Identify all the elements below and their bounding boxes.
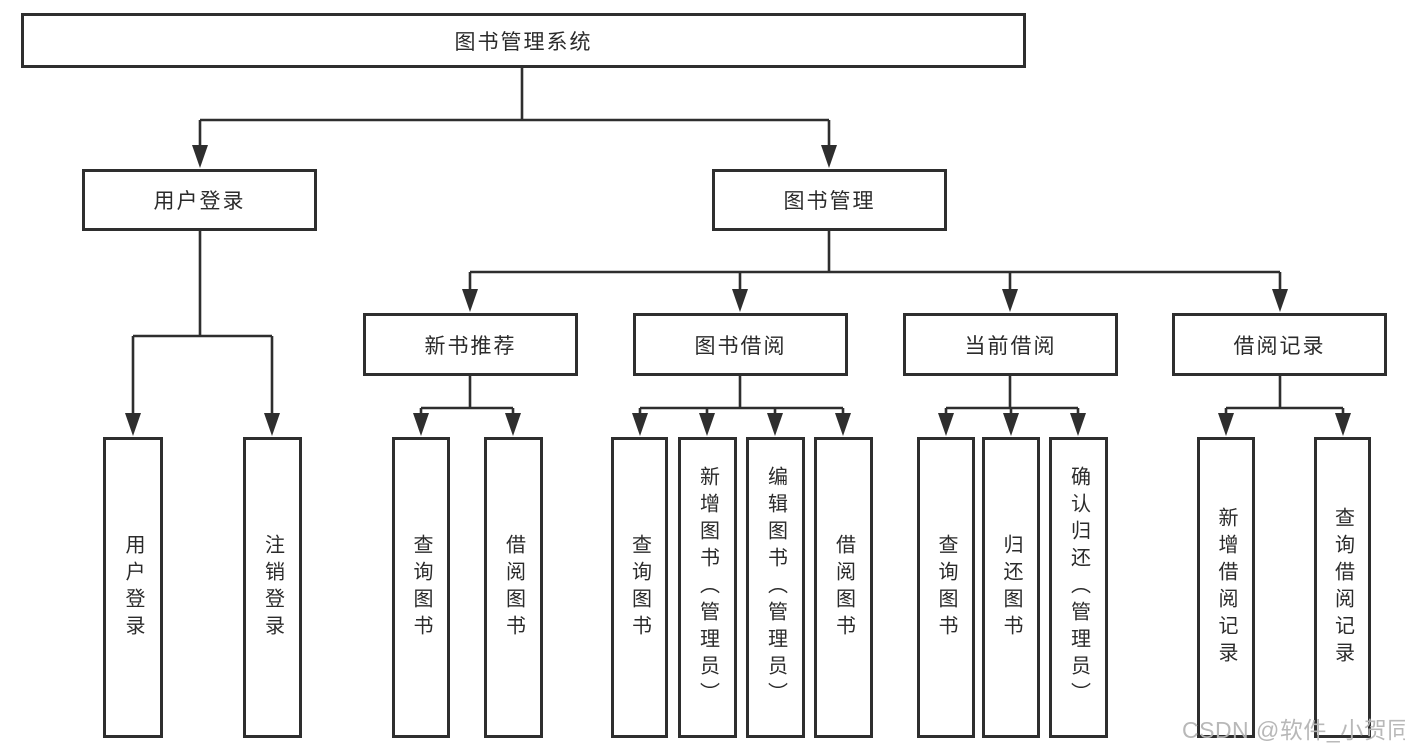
node-label: 查询图书: [935, 533, 957, 642]
arrowhead: [413, 413, 429, 436]
arrowhead: [1335, 413, 1351, 436]
node-borrow-records: 借阅记录: [1172, 313, 1387, 376]
node-library-system: 图书管理系统: [21, 13, 1026, 68]
leaf-br-query-record: 查询借阅记录: [1314, 437, 1371, 738]
leaf-logout: 注销登录: [243, 437, 302, 738]
node-label: 查询图书: [410, 533, 432, 642]
node-label: 用户登录: [122, 533, 144, 642]
node-label: 新增图书（管理员）: [696, 466, 719, 709]
arrowheads: [125, 145, 1351, 436]
arrowhead: [1218, 413, 1234, 436]
leaf-cb-confirm-return-admin: 确认归还（管理员）: [1049, 437, 1108, 738]
node-label: 用户登录: [153, 190, 246, 213]
arrowhead: [264, 413, 280, 436]
arrowhead: [192, 145, 208, 168]
connector-path: [131, 67, 1345, 414]
leaf-bb-query-books: 查询图书: [611, 437, 668, 738]
csdn-watermark: CSDN @软件_小贺同学: [1182, 717, 1405, 743]
leaf-user-login: 用户登录: [103, 437, 163, 738]
leaf-nb-borrow-books: 借阅图书: [484, 437, 543, 738]
arrowhead: [632, 413, 648, 436]
arrowhead: [125, 413, 141, 436]
arrowhead: [767, 413, 783, 436]
node-label: 当前借阅: [964, 334, 1057, 358]
leaf-cb-return-books: 归还图书: [982, 437, 1040, 738]
arrowhead: [1070, 413, 1086, 436]
node-label: 新书推荐: [424, 334, 517, 358]
arrowhead: [462, 289, 478, 312]
leaf-bb-add-books-admin: 新增图书（管理员）: [678, 437, 737, 738]
arrowhead: [938, 413, 954, 436]
leaf-cb-query-books: 查询图书: [917, 437, 975, 738]
arrowhead: [699, 413, 715, 436]
arrowhead: [1002, 289, 1018, 312]
node-label: 查询图书: [628, 533, 651, 642]
leaf-bb-edit-books-admin: 编辑图书（管理员）: [746, 437, 805, 738]
leaf-bb-borrow-books: 借阅图书: [814, 437, 873, 738]
arrowhead: [505, 413, 521, 436]
node-label: 借阅记录: [1233, 334, 1326, 358]
leaf-nb-query-books: 查询图书: [392, 437, 450, 738]
arrowhead: [821, 145, 837, 168]
node-label: 新增借阅记录: [1215, 506, 1237, 669]
node-current-borrowing: 当前借阅: [903, 313, 1118, 376]
node-book-borrowing: 图书借阅: [633, 313, 848, 376]
node-label: 借阅图书: [502, 533, 525, 642]
node-label: 确认归还（管理员）: [1067, 466, 1090, 709]
node-label: 图书管理: [783, 190, 876, 213]
node-label: 归还图书: [1000, 533, 1022, 642]
node-label: 借阅图书: [832, 533, 855, 642]
node-book-management: 图书管理: [712, 169, 947, 231]
node-new-book-recommend: 新书推荐: [363, 313, 578, 376]
arrowhead: [732, 289, 748, 312]
node-label: 查询借阅记录: [1331, 506, 1354, 669]
node-label: 注销登录: [261, 533, 284, 642]
node-label: 图书借阅: [694, 334, 787, 358]
arrowhead: [1272, 289, 1288, 312]
node-label: 图书管理系统: [454, 30, 593, 54]
node-user-login: 用户登录: [82, 169, 317, 231]
leaf-br-add-record: 新增借阅记录: [1197, 437, 1255, 738]
arrowhead: [835, 413, 851, 436]
arrowhead: [1003, 413, 1019, 436]
node-label: 编辑图书（管理员）: [764, 466, 787, 709]
